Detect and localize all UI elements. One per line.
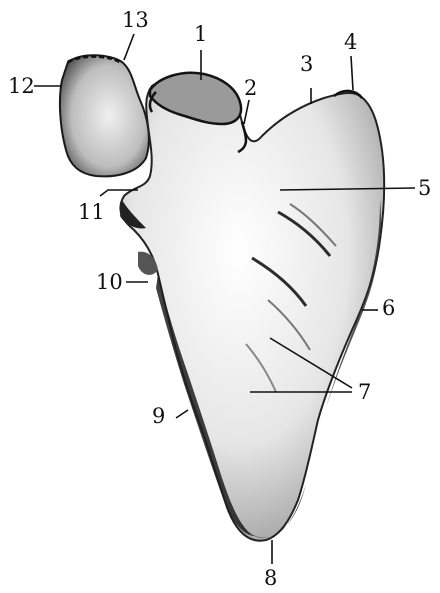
- label-6: 6: [382, 298, 395, 319]
- acromion-shape: [60, 55, 149, 176]
- label-4: 4: [344, 32, 357, 53]
- scapula-body: [120, 76, 384, 541]
- label-7: 7: [358, 382, 371, 403]
- label-5: 5: [418, 178, 431, 199]
- label-2: 2: [244, 78, 257, 99]
- label-13: 13: [122, 10, 149, 31]
- label-12: 12: [8, 76, 35, 97]
- label-9: 9: [152, 406, 165, 427]
- label-10: 10: [96, 272, 123, 293]
- label-3: 3: [300, 54, 313, 75]
- label-8: 8: [264, 568, 277, 589]
- label-11: 11: [78, 202, 105, 223]
- label-1: 1: [194, 24, 207, 45]
